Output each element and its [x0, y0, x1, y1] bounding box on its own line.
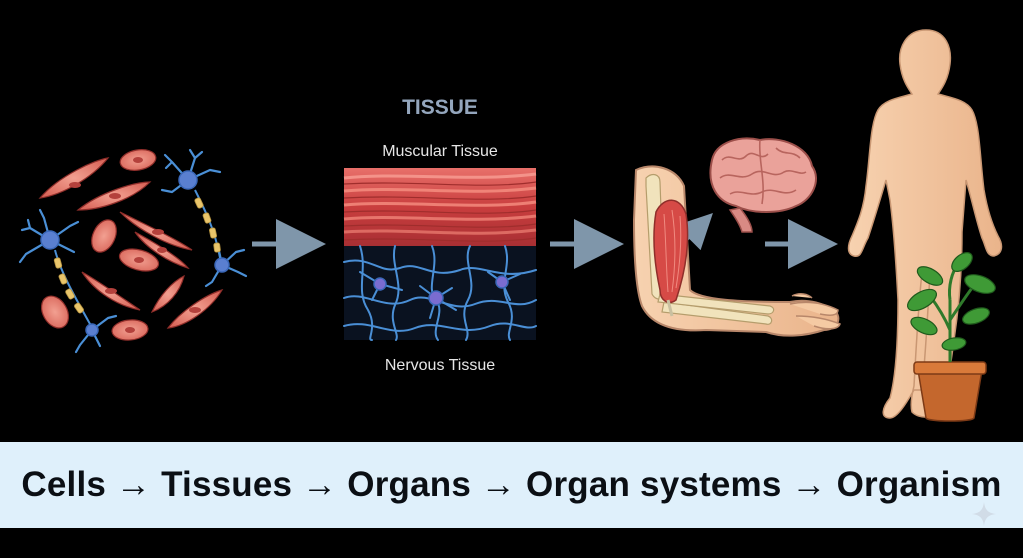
- organism-panel: [847, 29, 1003, 422]
- muscular-tissue: [343, 168, 537, 246]
- hierarchy-banner: Cells → Tissues → Organs → Organ systems…: [0, 442, 1023, 528]
- tissue-heading: TISSUE: [402, 96, 478, 119]
- arm-organ: [632, 165, 841, 337]
- sparkle-icon: [972, 502, 996, 526]
- nervous-tissue: [343, 245, 537, 341]
- cell-nuclei: [69, 157, 201, 333]
- muscular-tissue-label: Muscular Tissue: [382, 143, 498, 160]
- myelinated-axons: [53, 189, 221, 325]
- human-body: [847, 29, 1003, 419]
- brain-organ: [709, 137, 817, 233]
- potted-plant: [906, 252, 996, 422]
- tissue-panel: TISSUE Muscular Tissue: [343, 96, 537, 374]
- neuron-bodies: [40, 170, 230, 337]
- organs-panel: [632, 137, 841, 337]
- nervous-tissue-label: Nervous Tissue: [385, 357, 495, 374]
- hierarchy-text: Cells → Tissues → Organs → Organ systems…: [21, 465, 1002, 504]
- cells-cluster: [18, 148, 248, 354]
